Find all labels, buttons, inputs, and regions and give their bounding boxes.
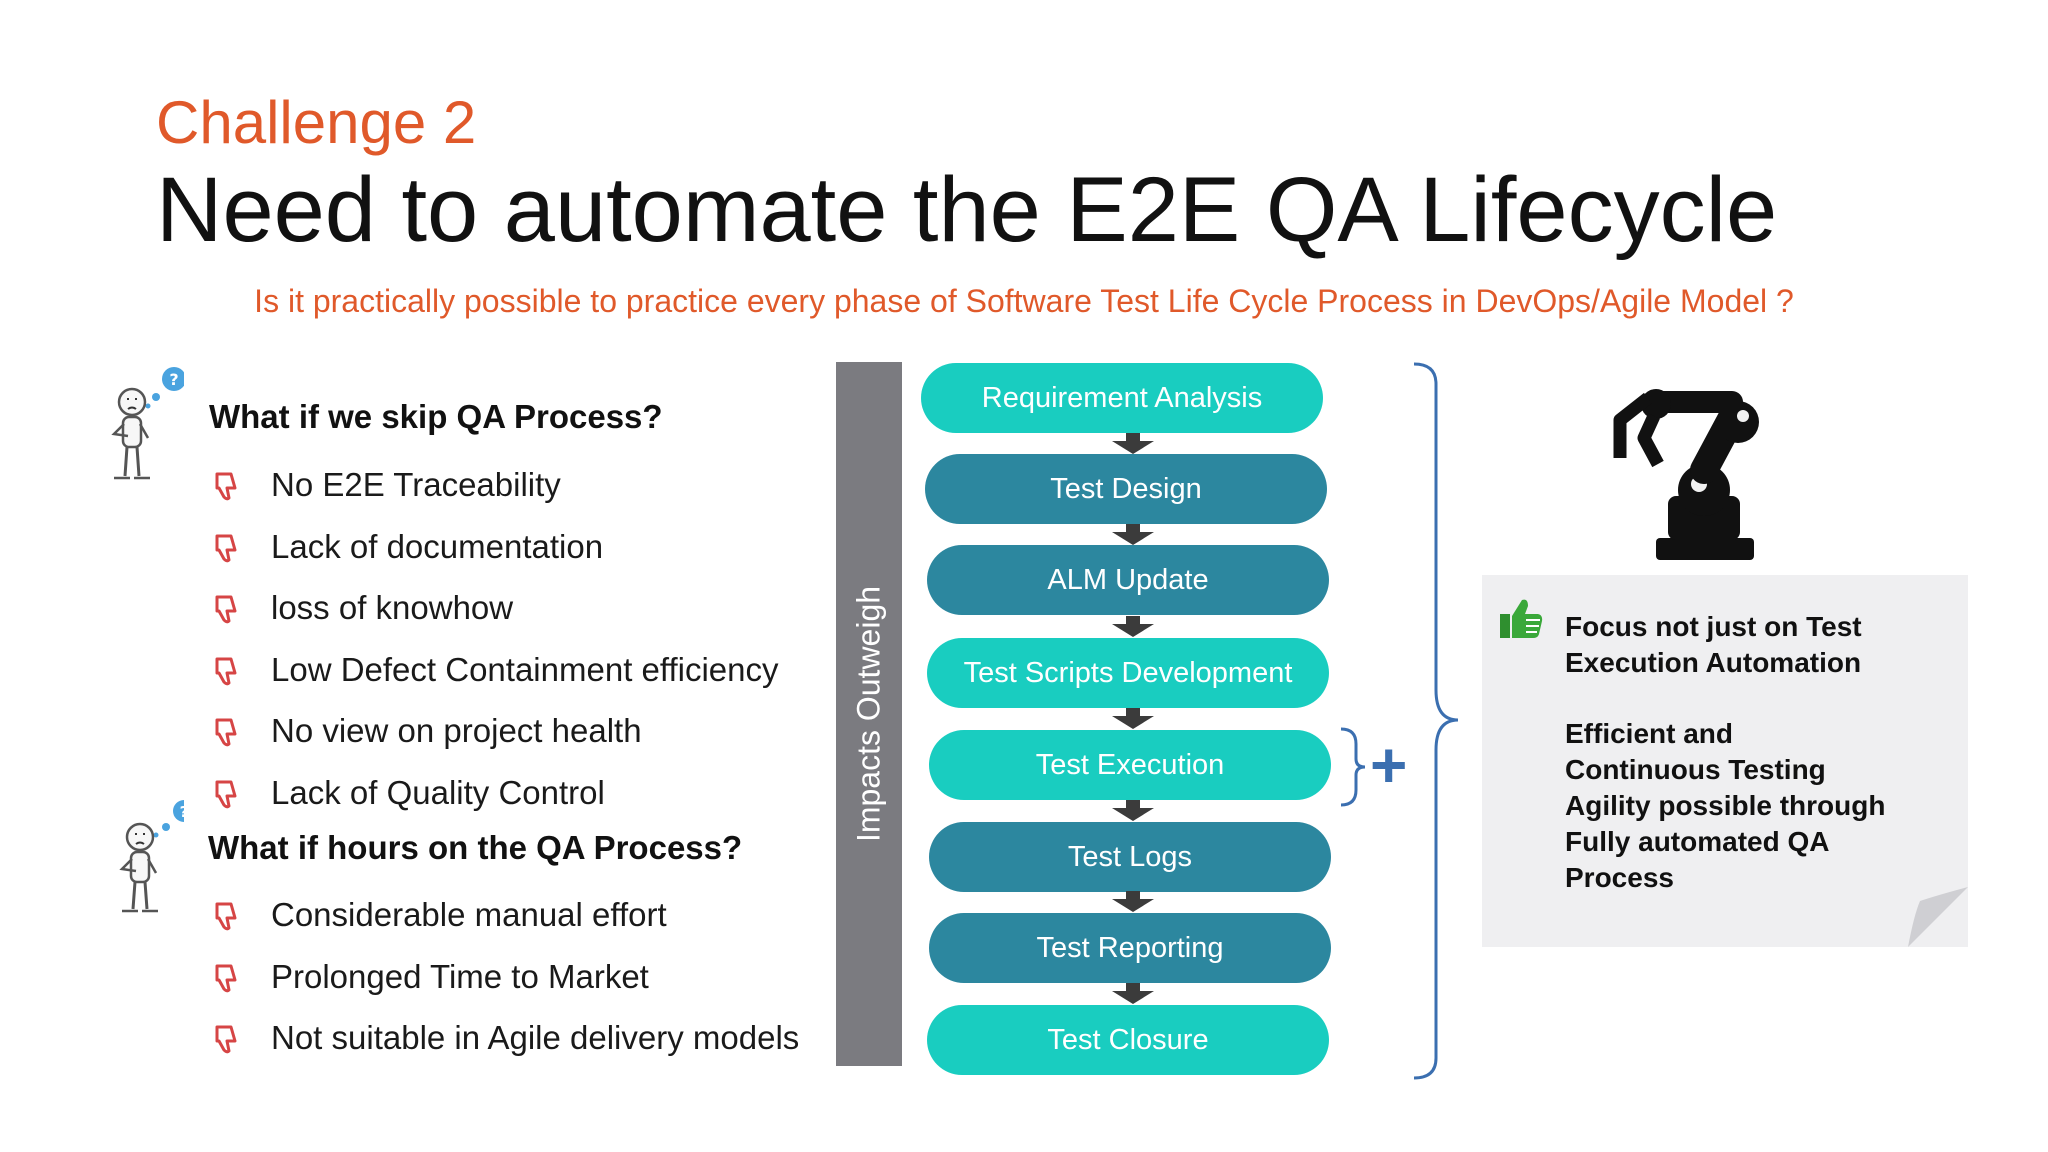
list-item: Not suitable in Agile delivery models	[215, 1019, 799, 1057]
thumbs-down-icon	[215, 780, 237, 809]
thumbs-down-icon	[215, 657, 237, 686]
list-item-label: Prolonged Time to Market	[271, 958, 649, 995]
list-item: loss of knowhow	[215, 589, 513, 627]
challenge-label: Challenge 2	[156, 89, 477, 156]
down-arrow-icon	[1112, 433, 1154, 454]
down-arrow-icon	[1112, 800, 1154, 821]
list-item-label: Lack of documentation	[271, 528, 604, 565]
step-requirement-analysis: Requirement Analysis	[921, 363, 1323, 433]
question-hours-qa: What if hours on the QA Process?	[208, 829, 743, 866]
down-arrow-icon	[1112, 983, 1154, 1004]
step-test-closure: Test Closure	[927, 1005, 1329, 1075]
question-skip-qa: What if we skip QA Process?	[209, 398, 663, 435]
step-test-scripts-development: Test Scripts Development	[927, 638, 1329, 708]
robot-arm-icon	[1613, 389, 1759, 560]
slide-subtitle: Is it practically possible to practice e…	[254, 283, 1794, 319]
note-line: Focus not just on Test	[1565, 611, 1862, 642]
down-arrow-icon	[1112, 708, 1154, 729]
list-item-label: Lack of Quality Control	[271, 774, 605, 811]
slide-title: Need to automate the E2E QA Lifecycle	[156, 159, 1778, 261]
note-line: Continuous Testing	[1565, 754, 1826, 785]
step-test-reporting: Test Reporting	[929, 913, 1331, 983]
down-arrow-icon	[1112, 524, 1154, 545]
thinking-person-icon: ?	[111, 367, 184, 480]
thumbs-down-icon	[215, 472, 237, 501]
thumbs-up-icon	[1500, 599, 1543, 638]
impacts-bar: Impacts Outweigh	[836, 362, 902, 1066]
thumbs-down-icon	[215, 1025, 237, 1054]
thumbs-down-icon	[215, 595, 237, 624]
thumbs-down-icon	[215, 964, 237, 993]
list-item: No view on project health	[215, 712, 642, 750]
list-item: Considerable manual effort	[215, 896, 667, 934]
down-arrow-icon	[1112, 891, 1154, 912]
step-test-logs: Test Logs	[929, 822, 1331, 892]
note-line: Agility possible through	[1565, 790, 1886, 821]
svg-text:?: ?	[169, 370, 178, 389]
svg-text:?: ?	[180, 803, 184, 821]
list-item-label: No view on project health	[271, 712, 642, 749]
thumbs-down-icon	[215, 902, 237, 931]
list-item-label: Low Defect Containment efficiency	[271, 651, 779, 688]
step-alm-update: ALM Update	[927, 545, 1329, 615]
list-item-label: Not suitable in Agile delivery models	[271, 1019, 800, 1056]
list-item: Lack of Quality Control	[215, 774, 605, 812]
thumbs-down-icon	[215, 534, 237, 563]
large-bracket	[1413, 362, 1459, 1080]
step-test-execution: Test Execution	[929, 730, 1331, 800]
thinking-person-icon: ?	[119, 800, 184, 913]
list-item-label: loss of knowhow	[271, 589, 514, 626]
plus-icon: +	[1370, 729, 1408, 801]
list-item: No E2E Traceability	[215, 466, 561, 504]
step-test-design: Test Design	[925, 454, 1327, 524]
down-arrow-icon	[1112, 616, 1154, 637]
note-line: Process	[1565, 862, 1674, 893]
note-panel	[1482, 575, 1968, 947]
list-item-label: No E2E Traceability	[271, 466, 561, 503]
impacts-label: Impacts Outweigh	[850, 585, 887, 843]
list-item: Low Defect Containment efficiency	[215, 651, 779, 689]
small-bracket	[1340, 727, 1366, 807]
note-line: Efficient and	[1565, 718, 1734, 749]
thumbs-down-icon	[215, 718, 237, 747]
note-line: Execution Automation	[1565, 647, 1862, 678]
list-item: Lack of documentation	[215, 528, 603, 566]
list-item: Prolonged Time to Market	[215, 958, 649, 996]
list-item-label: Considerable manual effort	[271, 896, 667, 933]
note-line: Fully automated QA	[1565, 826, 1830, 857]
page-curl	[1908, 887, 1968, 947]
